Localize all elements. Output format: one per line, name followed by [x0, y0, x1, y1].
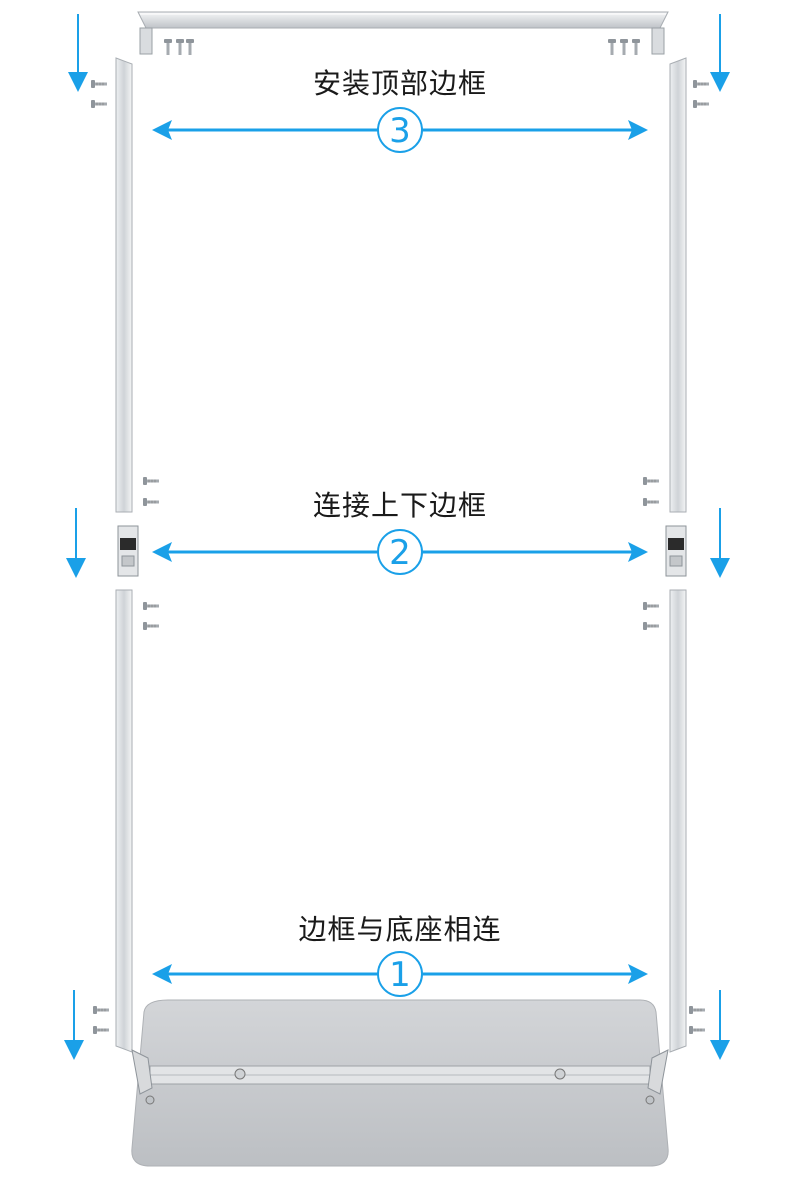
double-arrow-icon [152, 951, 648, 997]
screw-icon [164, 39, 172, 55]
left-lower-rail [115, 589, 133, 1053]
screw-icon [186, 39, 194, 55]
connector-bracket-icon [665, 525, 687, 577]
step-3-label: 安装顶部边框 [312, 67, 487, 100]
double-arrow-icon [152, 107, 648, 153]
right-lower-rail [669, 589, 687, 1053]
screw-icon [688, 1025, 706, 1035]
screw-icon [620, 39, 628, 55]
top-corner-bracket-right [651, 27, 665, 55]
screw-icon [92, 1025, 110, 1035]
screw-icon [688, 1005, 706, 1015]
screw-icon [176, 39, 184, 55]
left-upper-rail [115, 57, 133, 513]
step-number-2: 2 [389, 533, 411, 573]
step-number-1: 1 [389, 955, 411, 995]
screw-icon [92, 1005, 110, 1015]
screw-icon [608, 39, 616, 55]
screw-icon [142, 601, 160, 611]
right-upper-rail [669, 57, 687, 513]
base-plate [131, 999, 669, 1167]
step-number-3: 3 [389, 111, 411, 151]
step-2-label: 连接上下边框 [312, 489, 487, 522]
step-1-label: 边框与底座相连 [298, 913, 502, 946]
screw-icon [642, 621, 660, 631]
connector-bracket-icon [117, 525, 139, 577]
screw-icon [632, 39, 640, 55]
top-corner-bracket-left [139, 27, 153, 55]
double-arrow-icon [152, 529, 648, 575]
top-frame-bar [137, 11, 669, 29]
screw-icon [142, 621, 160, 631]
screw-icon [642, 601, 660, 611]
